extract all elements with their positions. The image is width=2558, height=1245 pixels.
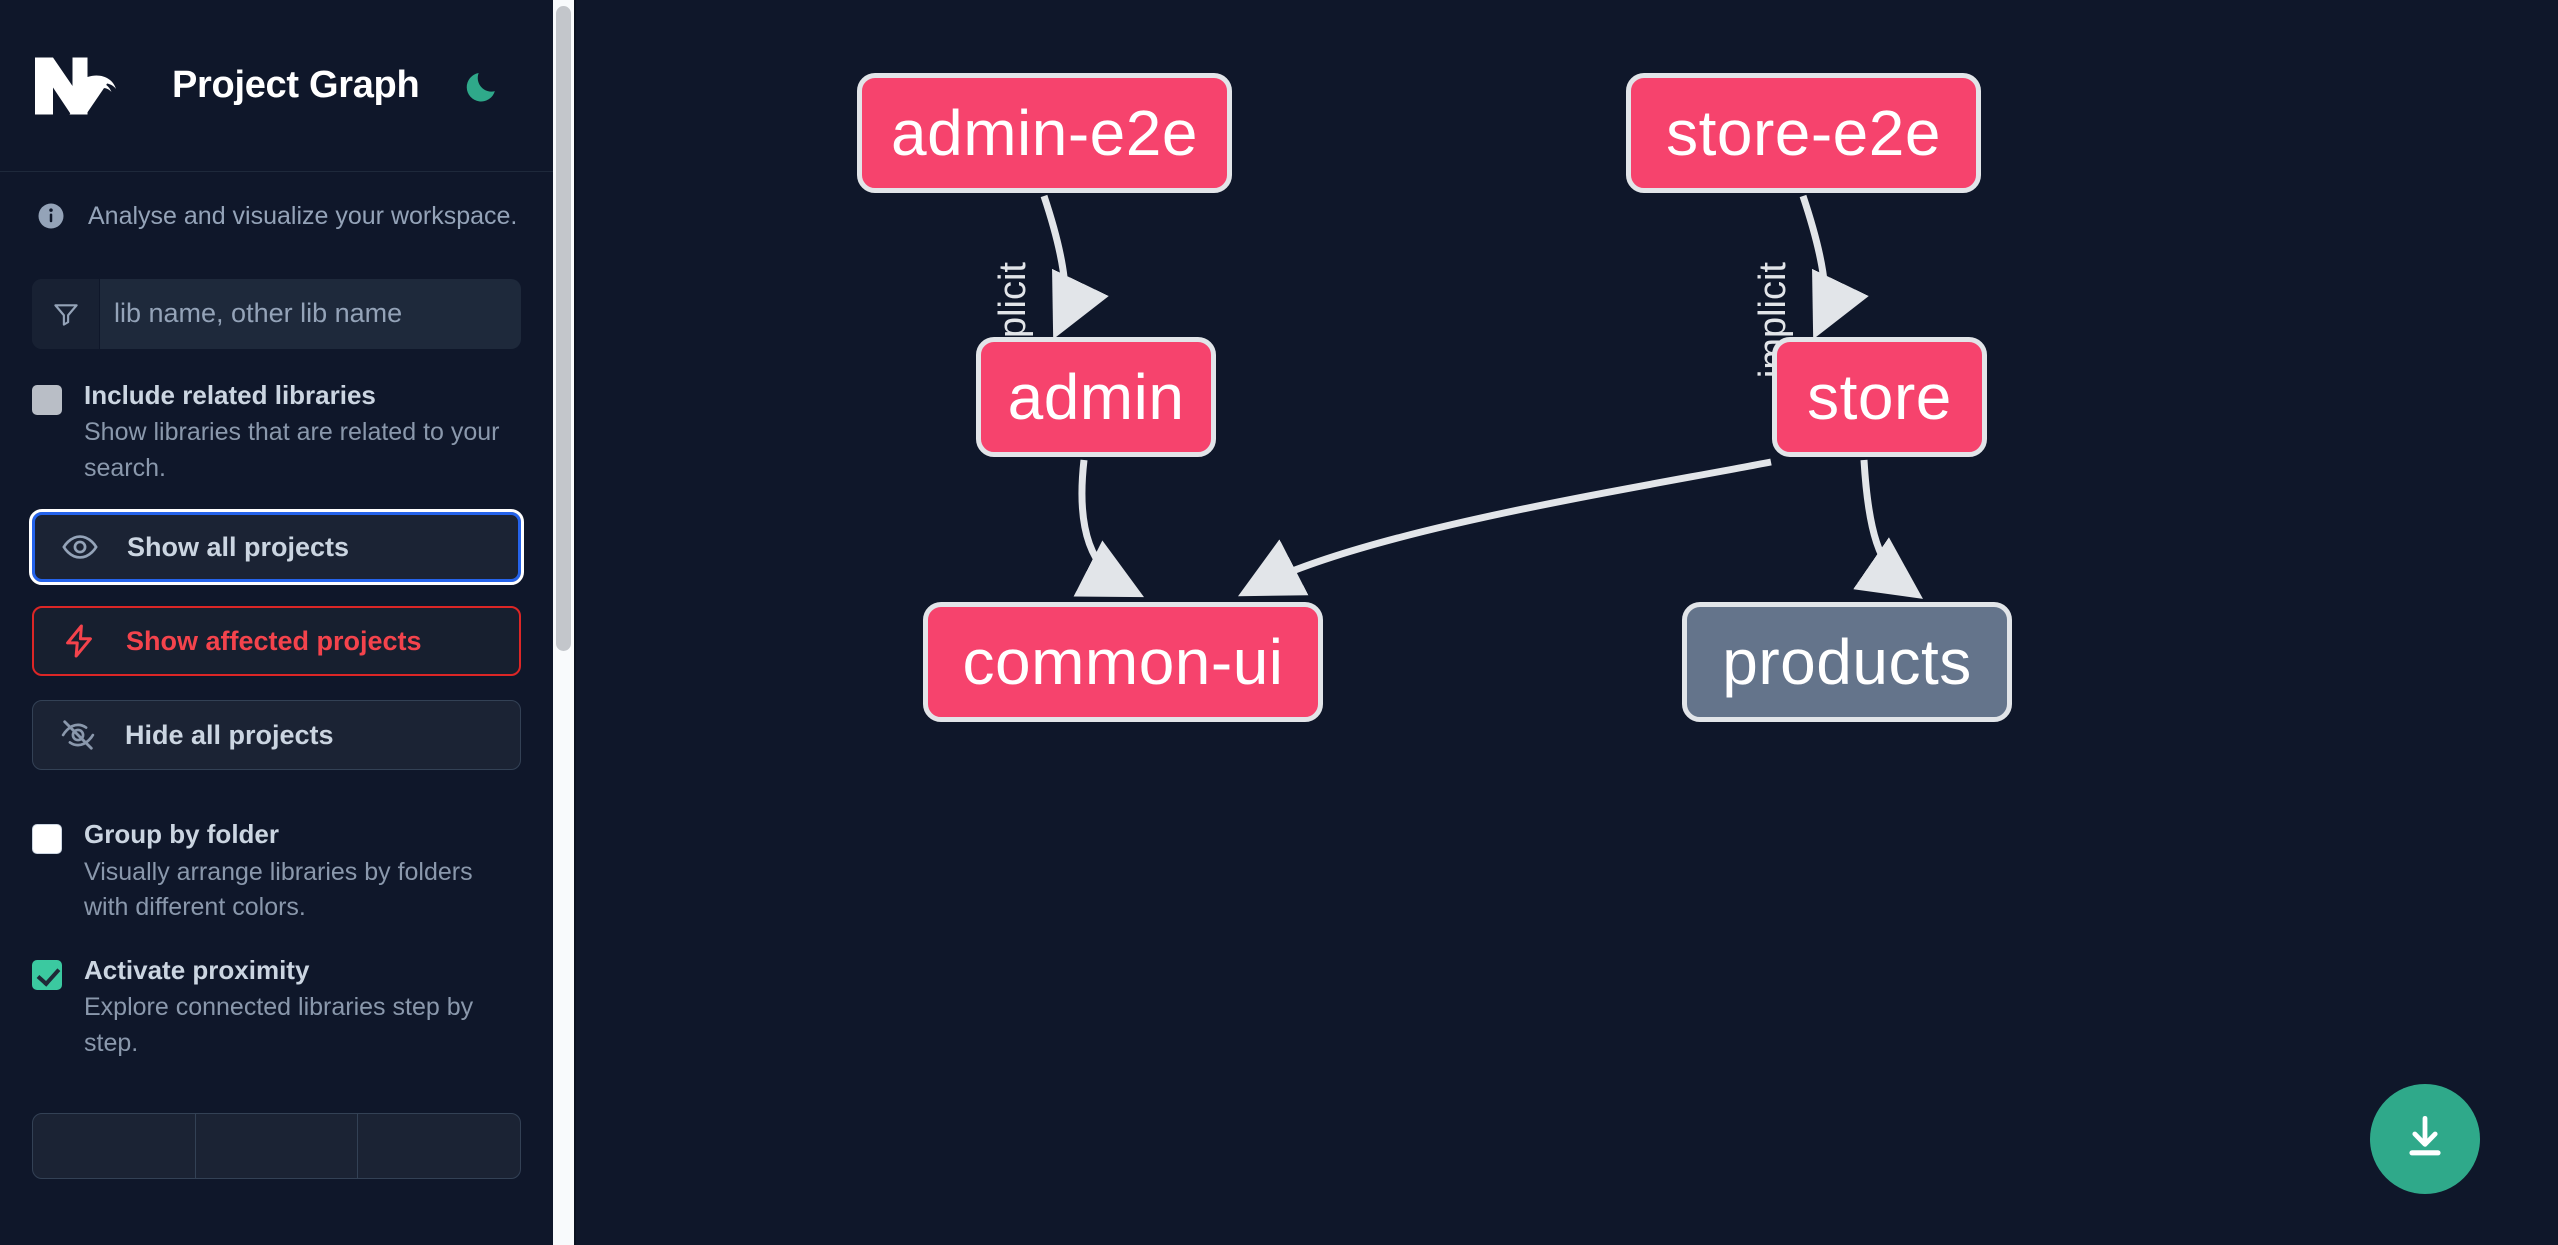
search-box[interactable] — [32, 278, 521, 349]
activate-proximity-checkbox[interactable] — [32, 959, 62, 990]
page-title: Project Graph — [172, 64, 420, 106]
graph-node-store-e2e[interactable]: store-e2e — [1626, 73, 1981, 193]
moon-icon[interactable] — [461, 66, 501, 106]
edge-admin-e2e-to-admin — [1040, 194, 1109, 340]
info-circle-icon — [36, 201, 66, 231]
sidebar: Project Graph Analyse and visualize yo — [0, 0, 553, 1245]
include-related-libraries-label: Include related libraries — [84, 379, 376, 410]
eye-off-icon — [59, 716, 97, 754]
activate-proximity-label: Activate proximity — [84, 954, 310, 985]
activate-proximity-description: Explore connected libraries step by step… — [84, 993, 474, 1057]
activate-proximity-text: Activate proximity Explore connected lib… — [84, 954, 521, 1062]
include-related-libraries-checkbox[interactable] — [32, 384, 62, 415]
sidebar-header: Project Graph — [0, 0, 553, 172]
show-all-projects-button[interactable]: Show all projects — [29, 509, 524, 585]
show-affected-projects-button[interactable]: Show affected projects — [32, 606, 521, 676]
graph-node-store[interactable]: store — [1772, 337, 1987, 457]
sidebar-scrollbar-thumb[interactable] — [556, 6, 571, 651]
download-icon — [2399, 1111, 2451, 1168]
graph-node-common-ui[interactable]: common-ui — [923, 602, 1323, 722]
workspace-info-text: Analyse and visualize your workspace. — [88, 202, 518, 230]
group-by-folder-text: Group by folder Visually arrange librari… — [84, 818, 521, 926]
hide-all-projects-button[interactable]: Hide all projects — [32, 700, 521, 770]
edge-store-e2e-to-store — [1799, 194, 1869, 340]
group-by-folder-description: Visually arrange libraries by folders wi… — [84, 857, 473, 922]
edge-store-to-products — [1853, 459, 1923, 599]
sidebar-divider — [574, 0, 576, 1245]
group-by-folder-checkbox[interactable] — [32, 824, 62, 854]
eye-icon — [61, 528, 99, 566]
filter-funnel-icon — [32, 278, 100, 349]
checkbox-include-related-libraries[interactable]: Include related libraries Show libraries… — [0, 349, 553, 487]
lightning-icon — [60, 622, 98, 660]
checkbox-activate-proximity[interactable]: Activate proximity Explore connected lib… — [0, 926, 553, 1062]
edge-admin-to-common-ui — [1073, 459, 1145, 598]
edge-store-to-common-ui — [1238, 458, 1772, 597]
group-by-folder-label: Group by folder — [84, 819, 279, 849]
segmented-option-3[interactable] — [358, 1114, 520, 1178]
show-all-projects-label: Show all projects — [127, 531, 350, 562]
graph-node-admin[interactable]: admin — [976, 337, 1216, 457]
download-graph-button[interactable] — [2370, 1084, 2480, 1194]
graph-node-products[interactable]: products — [1682, 602, 2012, 722]
project-visibility-buttons: Show all projects Show affected projects — [0, 486, 553, 770]
checkbox-group-by-folder[interactable]: Group by folder Visually arrange librari… — [0, 770, 553, 926]
nx-logo-icon — [32, 53, 122, 119]
proximity-step-segmented-control[interactable] — [32, 1113, 521, 1179]
segmented-option-1[interactable] — [33, 1114, 196, 1178]
hide-all-projects-label: Hide all projects — [125, 719, 334, 750]
show-affected-projects-label: Show affected projects — [126, 625, 422, 656]
graph-canvas[interactable]: implicit implicit admin-e2e store-e2e ad… — [576, 0, 2558, 1245]
include-related-libraries-description: Show libraries that are related to your … — [84, 418, 500, 482]
search-input[interactable] — [100, 278, 521, 349]
segmented-option-2[interactable] — [196, 1114, 359, 1178]
workspace-info: Analyse and visualize your workspace. — [0, 172, 553, 233]
include-related-libraries-text: Include related libraries Show libraries… — [84, 379, 521, 487]
graph-node-admin-e2e[interactable]: admin-e2e — [857, 73, 1232, 193]
